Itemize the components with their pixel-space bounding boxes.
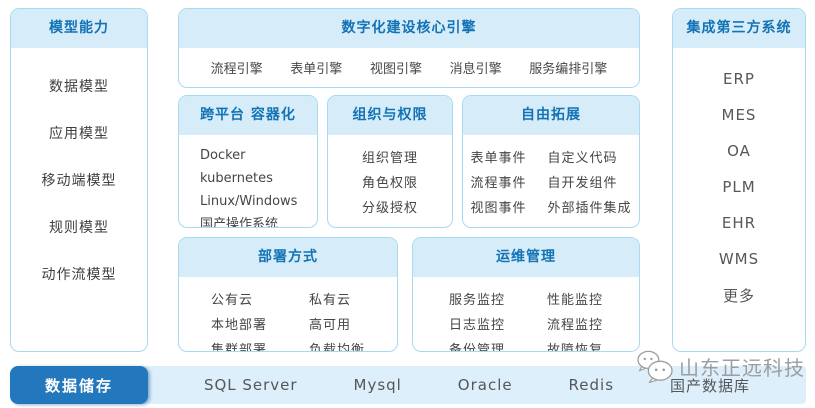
- list-item: 数据模型: [49, 78, 109, 95]
- list-item: Linux/Windows: [200, 194, 298, 209]
- operations-col2: 性能监控 流程监控 故障恢复: [547, 288, 604, 352]
- list-item: 更多: [722, 286, 755, 305]
- list-item: 消息引擎: [449, 62, 502, 77]
- third-party-systems-panel: 集成第三方系统 ERP MES OA PLM EHR WMS 更多: [672, 8, 806, 352]
- list-item: 流程事件: [470, 176, 527, 191]
- deployment-panel: 部署方式 公有云 本地部署 集群部署 私有云 高可用 负载均衡: [178, 237, 398, 352]
- watermark: 山东正远科技: [636, 349, 805, 383]
- data-storage-label: 数据储存: [10, 366, 148, 404]
- list-item: 本地部署: [210, 318, 267, 333]
- free-extension-columns: 表单事件 流程事件 视图事件 自定义代码 自开发组件 外部插件集成: [463, 135, 639, 221]
- list-item: Mysql: [353, 376, 402, 394]
- list-item: 备份管理: [448, 343, 505, 352]
- list-item: 自开发组件: [547, 176, 618, 191]
- operations-columns: 服务监控 日志监控 备份管理 性能监控 流程监控 故障恢复: [413, 277, 639, 352]
- list-item: 分级授权: [361, 201, 418, 216]
- model-capabilities-title: 模型能力: [11, 9, 147, 48]
- model-capabilities-panel: 模型能力 数据模型 应用模型 移动端模型 规则模型 动作流模型: [10, 8, 148, 352]
- list-item: 角色权限: [361, 176, 418, 191]
- free-extension-panel: 自由拓展 表单事件 流程事件 视图事件 自定义代码 自开发组件 外部插件集成: [462, 95, 640, 228]
- operations-title: 运维管理: [413, 238, 639, 277]
- free-extension-title: 自由拓展: [463, 96, 639, 135]
- list-item: 移动端模型: [41, 172, 117, 189]
- list-item: WMS: [718, 250, 760, 268]
- operations-col1: 服务监控 日志监控 备份管理: [448, 288, 505, 352]
- cross-platform-title: 跨平台 容器化: [179, 96, 317, 135]
- list-item: 动作流模型: [41, 266, 117, 283]
- free-extension-col1: 表单事件 流程事件 视图事件: [470, 146, 526, 221]
- list-item: 服务编排引擎: [529, 62, 608, 77]
- core-engine-panel: 数字化建设核心引擎 流程引擎 表单引擎 视图引擎 消息引擎 服务编排引擎: [178, 8, 640, 88]
- core-engine-list: 流程引擎 表单引擎 视图引擎 消息引擎 服务编排引擎: [179, 48, 639, 87]
- chat-bubbles-logo-icon: [636, 349, 674, 383]
- list-item: PLM: [722, 178, 756, 196]
- free-extension-col2: 自定义代码 自开发组件 外部插件集成: [548, 146, 632, 221]
- cross-platform-panel: 跨平台 容器化 Docker kubernetes Linux/Windows …: [178, 95, 318, 228]
- list-item: 负载均衡: [309, 343, 366, 352]
- list-item: 集群部署: [210, 343, 267, 352]
- list-item: 规则模型: [49, 219, 109, 236]
- operations-panel: 运维管理 服务监控 日志监控 备份管理 性能监控 流程监控 故障恢复: [412, 237, 640, 352]
- watermark-text: 山东正远科技: [679, 355, 805, 380]
- deployment-col2: 私有云 高可用 负载均衡: [309, 288, 366, 352]
- data-storage-bar: 数据储存 SQL Server Mysql Oracle Redis 国产数据库: [10, 366, 806, 404]
- org-permission-title: 组织与权限: [328, 96, 452, 135]
- list-item: 高可用: [309, 318, 352, 333]
- list-item: OA: [727, 142, 751, 160]
- deployment-columns: 公有云 本地部署 集群部署 私有云 高可用 负载均衡: [179, 277, 397, 352]
- list-item: 日志监控: [448, 318, 505, 333]
- list-item: MES: [721, 106, 757, 124]
- list-item: 流程监控: [547, 318, 604, 333]
- org-permission-list: 组织管理 角色权限 分级授权: [328, 135, 452, 221]
- list-item: 组织管理: [361, 151, 418, 166]
- data-storage-list: SQL Server Mysql Oracle Redis 国产数据库: [138, 366, 806, 404]
- third-party-systems-list: ERP MES OA PLM EHR WMS 更多: [673, 48, 805, 313]
- list-item: Redis: [568, 376, 615, 394]
- list-item: 私有云: [309, 293, 352, 308]
- core-engine-title: 数字化建设核心引擎: [179, 9, 639, 48]
- list-item: 国产操作系统: [200, 217, 279, 228]
- list-item: 服务监控: [448, 293, 505, 308]
- center-column: 数字化建设核心引擎 流程引擎 表单引擎 视图引擎 消息引擎 服务编排引擎 跨平台…: [178, 8, 640, 352]
- list-item: Oracle: [457, 376, 513, 394]
- list-item: 视图事件: [470, 201, 527, 216]
- list-item: ERP: [723, 70, 755, 88]
- deployment-title: 部署方式: [179, 238, 397, 277]
- list-item: Docker: [200, 148, 246, 163]
- deployment-col1: 公有云 本地部署 集群部署: [210, 288, 267, 352]
- list-item: 表单事件: [470, 151, 527, 166]
- list-item: 故障恢复: [547, 343, 604, 352]
- bottom-row: 部署方式 公有云 本地部署 集群部署 私有云 高可用 负载均衡: [178, 237, 640, 352]
- list-item: EHR: [721, 214, 757, 232]
- list-item: 性能监控: [547, 293, 604, 308]
- list-item: 视图引擎: [369, 62, 422, 77]
- list-item: kubernetes: [200, 171, 273, 186]
- list-item: 自定义代码: [547, 151, 618, 166]
- model-capabilities-list: 数据模型 应用模型 移动端模型 规则模型 动作流模型: [11, 48, 147, 297]
- list-item: 国产数据库: [669, 376, 750, 395]
- list-item: 公有云: [210, 293, 253, 308]
- list-item: 流程引擎: [210, 62, 263, 77]
- list-item: 应用模型: [49, 125, 109, 142]
- main-layout: 模型能力 数据模型 应用模型 移动端模型 规则模型 动作流模型 数字化建设核心引…: [10, 8, 806, 352]
- list-item: SQL Server: [203, 376, 298, 394]
- third-party-systems-title: 集成第三方系统: [673, 9, 805, 48]
- middle-row: 跨平台 容器化 Docker kubernetes Linux/Windows …: [178, 95, 640, 228]
- cross-platform-list: Docker kubernetes Linux/Windows 国产操作系统: [179, 135, 317, 228]
- org-permission-panel: 组织与权限 组织管理 角色权限 分级授权: [327, 95, 453, 228]
- list-item: 表单引擎: [290, 62, 343, 77]
- list-item: 外部插件集成: [547, 201, 632, 216]
